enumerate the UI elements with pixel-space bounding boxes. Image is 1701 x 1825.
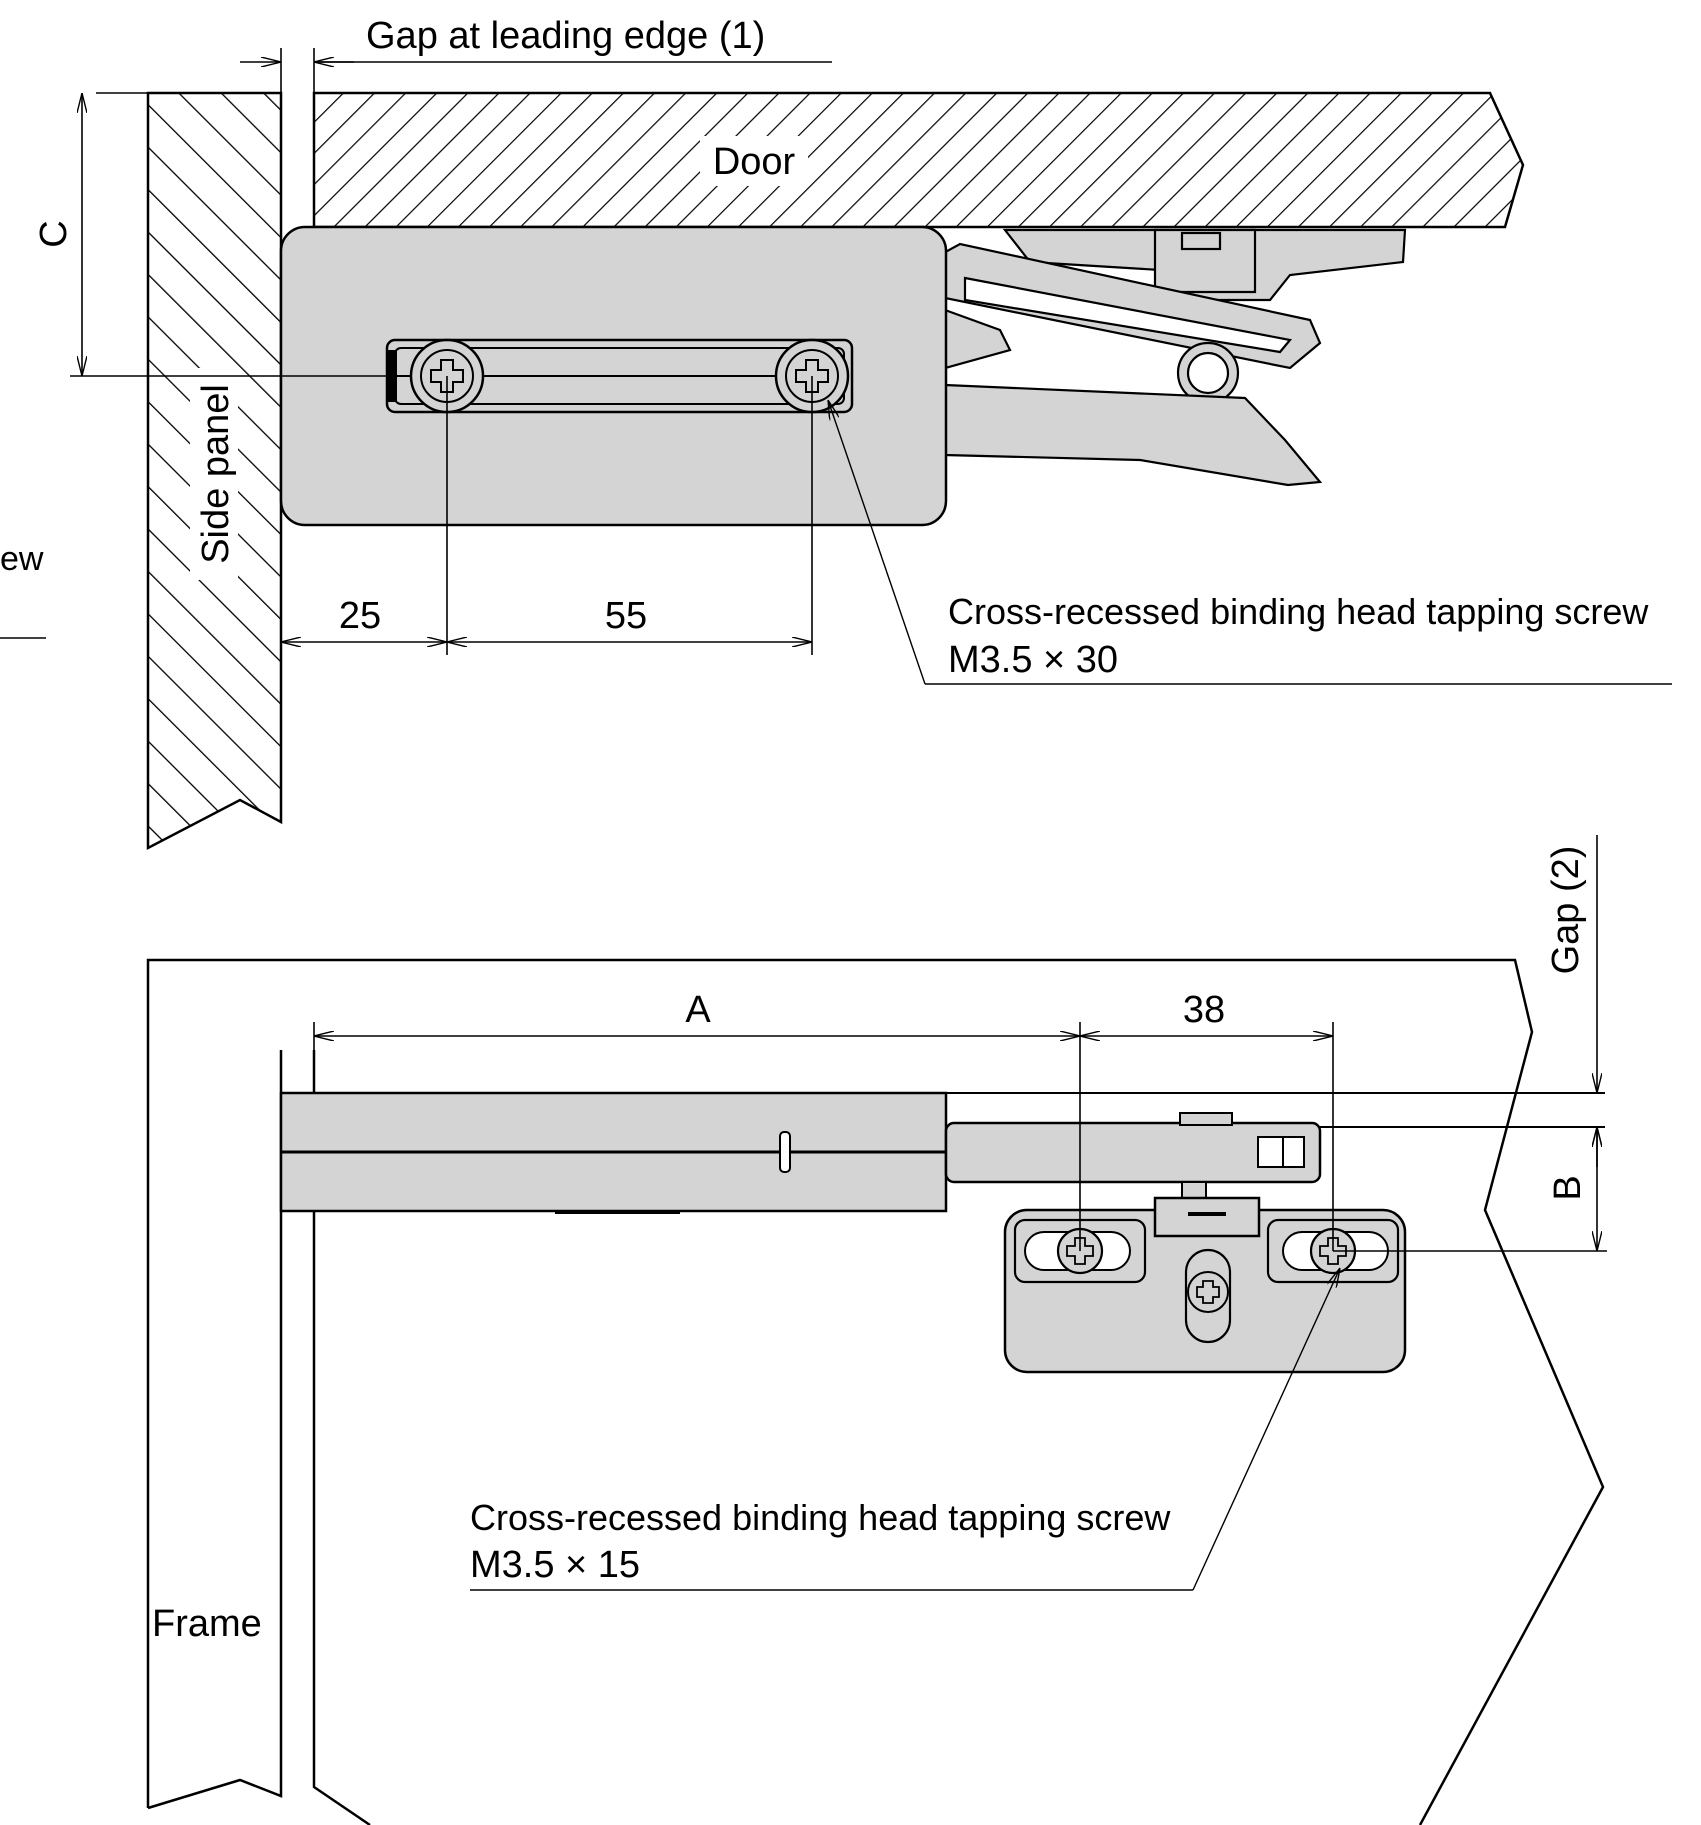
frame-outline: [146, 958, 1605, 1825]
dim-c-label: C: [33, 220, 75, 247]
door-section: [312, 91, 1525, 229]
dim-55-label: 55: [605, 595, 647, 637]
top-view: Door Side panel: [0, 15, 1672, 851]
cropped-left-label: ew: [0, 540, 44, 578]
frame-label: Frame: [152, 1603, 262, 1645]
arm-extension: [944, 1121, 1322, 1184]
dim-a-label: A: [685, 989, 711, 1031]
dim-gap2-b: [1333, 835, 1607, 1252]
door-label: Door: [713, 141, 796, 183]
gap-leading-edge-dimension: [240, 48, 832, 93]
dim-38-label: 38: [1183, 989, 1225, 1031]
screw-bottom-leader: [470, 1268, 1340, 1591]
dim-25-label: 25: [339, 595, 381, 637]
gap-leading-edge-label: Gap at leading edge (1): [366, 15, 765, 57]
dim-25-55: [281, 376, 813, 655]
screw-top-leader: [828, 400, 1672, 685]
gap-2-label: Gap (2): [1545, 846, 1587, 975]
dim-a-38: [313, 1022, 1334, 1251]
screw-top-size: M3.5 × 30: [948, 639, 1118, 681]
dim-b-label: B: [1547, 1175, 1589, 1200]
hinge-arm: [938, 228, 1407, 487]
screw-bottom-size: M3.5 × 15: [470, 1544, 640, 1586]
side-panel-label-bg: [190, 368, 238, 580]
door-outline-bottom: [312, 1050, 371, 1825]
side-panel-label: Side panel: [195, 384, 237, 564]
door-label-bg: [700, 136, 808, 186]
screw-bottom-name: Cross-recessed binding head tapping scre…: [470, 1497, 1171, 1538]
screw-top-name: Cross-recessed binding head tapping scre…: [948, 591, 1649, 632]
dim-c: [70, 92, 390, 377]
bottom-view: A 38 Gap (2) B Cross-recessed binding he…: [146, 835, 1607, 1825]
frame-inner-line: [147, 1050, 283, 1810]
